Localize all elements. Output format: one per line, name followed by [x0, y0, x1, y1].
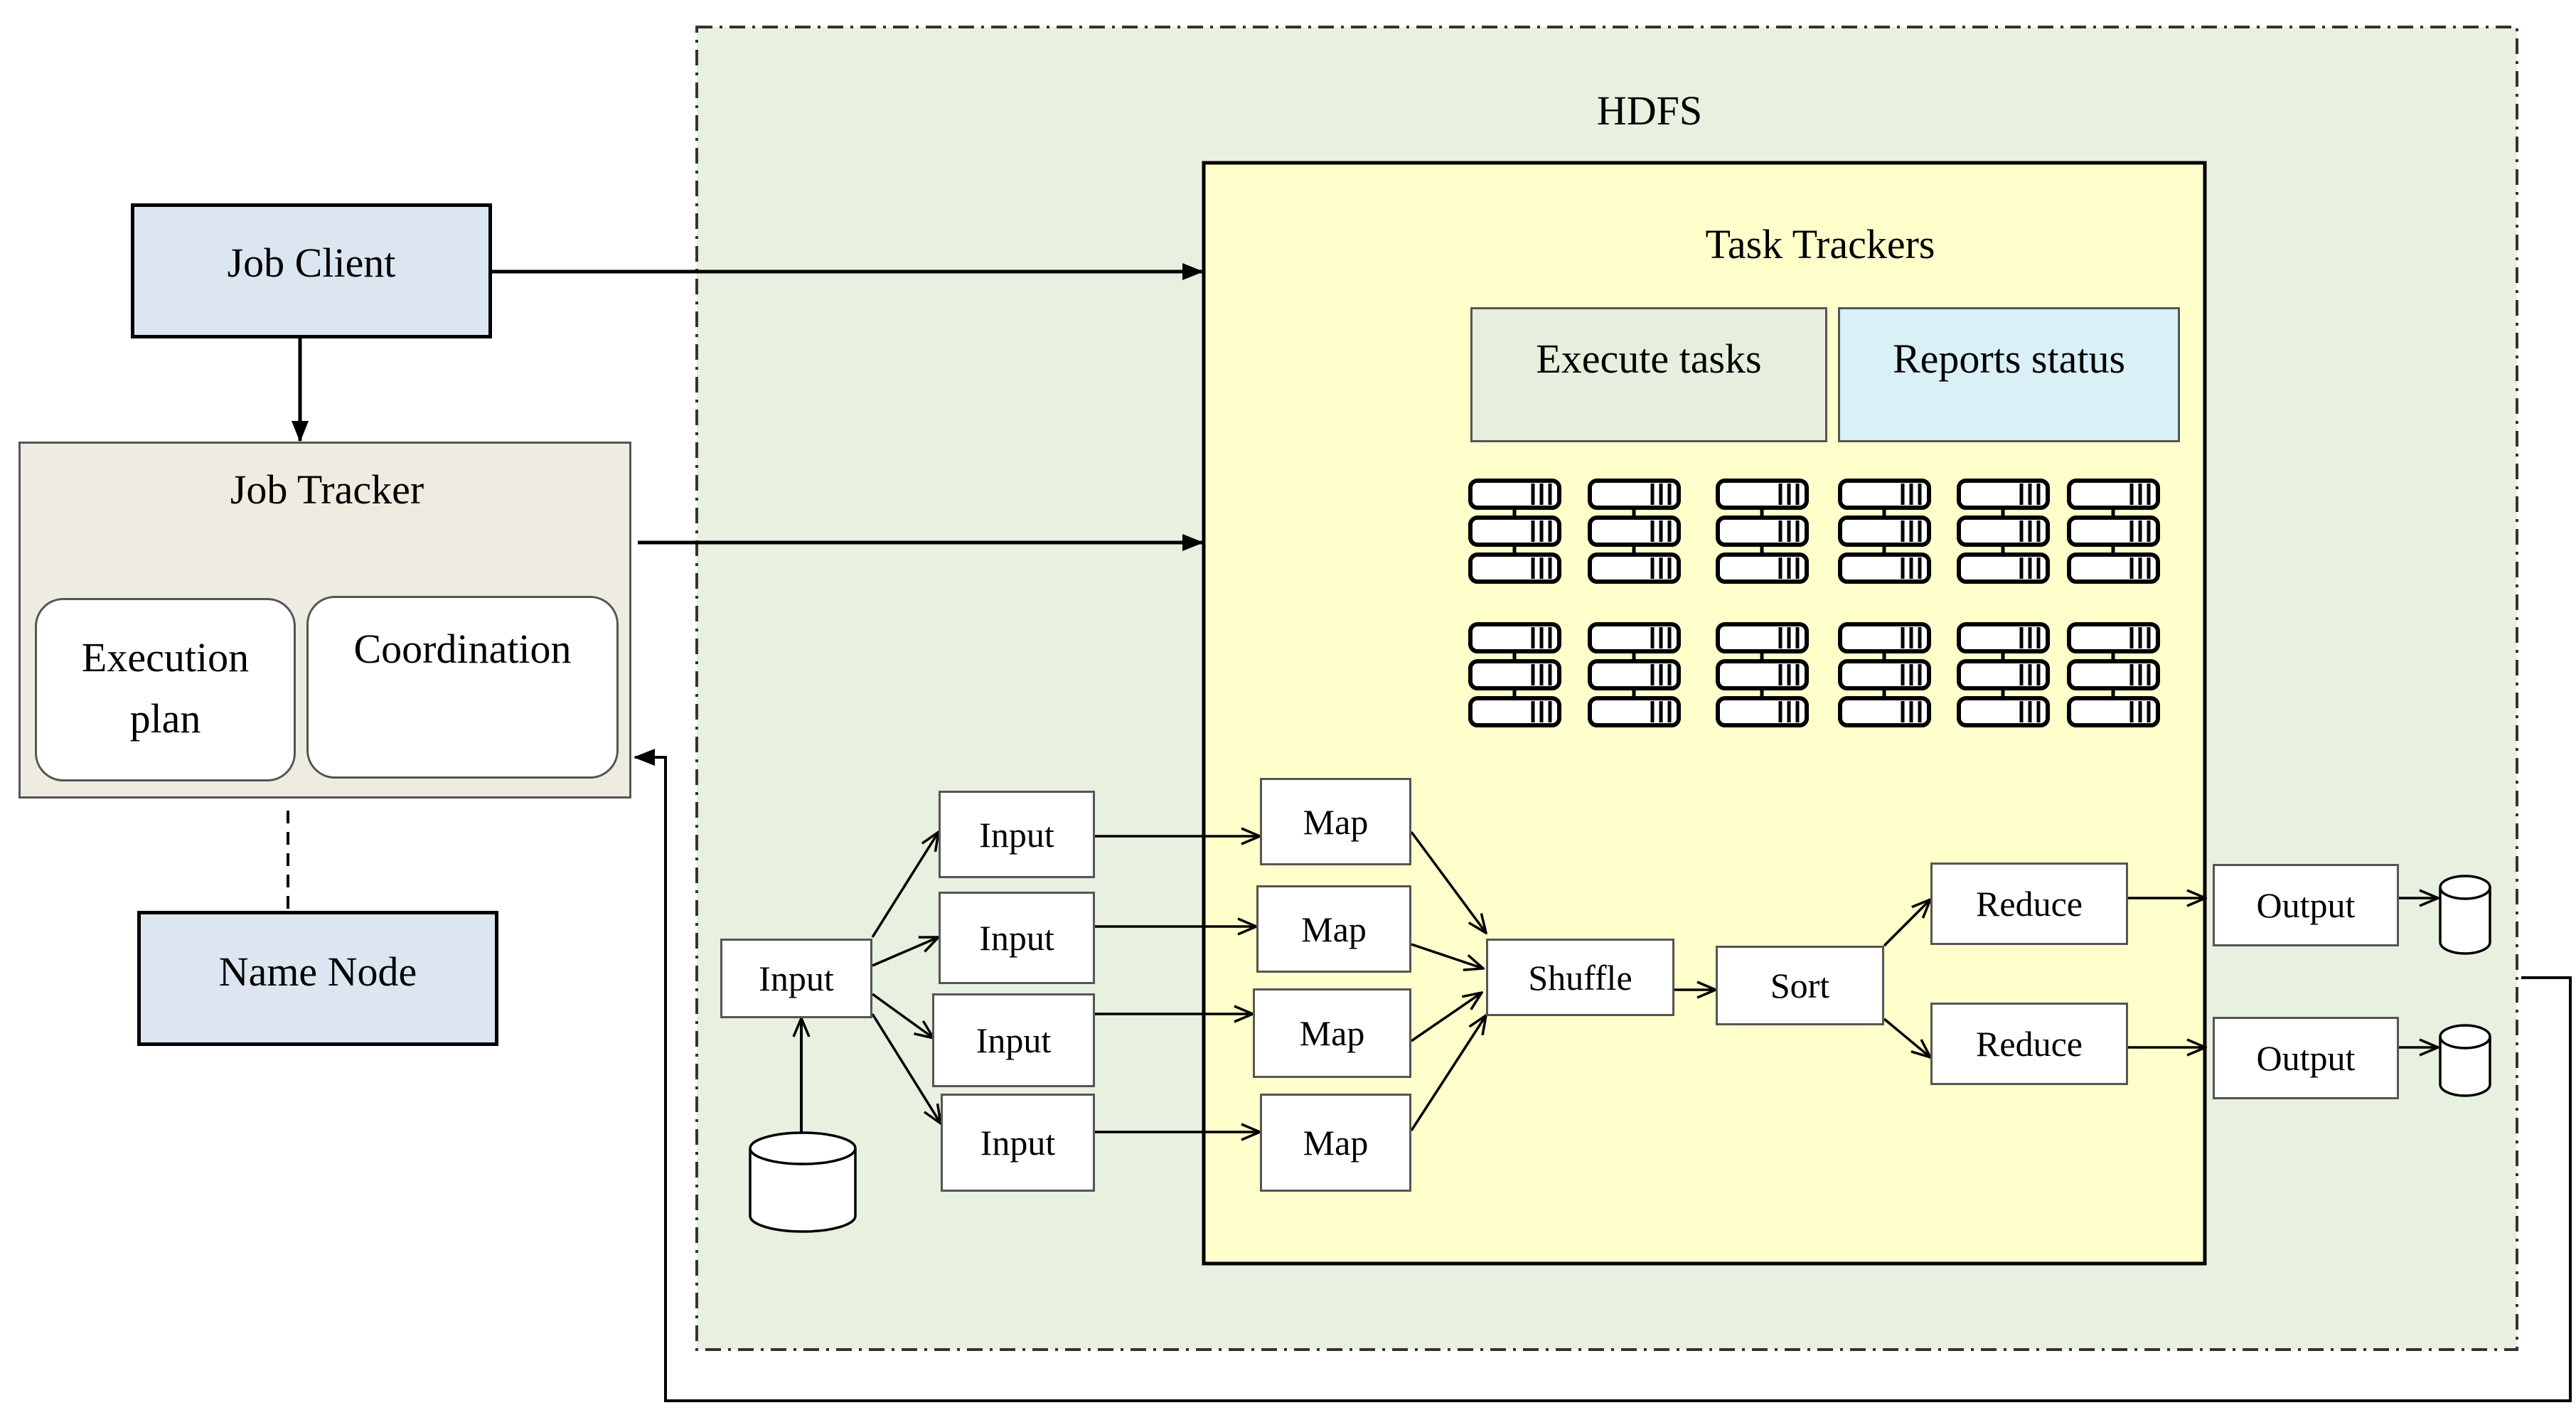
input-label-2: Input — [979, 918, 1054, 958]
server-rack-icon — [1716, 622, 1809, 727]
name-node-box: Name Node — [137, 911, 498, 1046]
sort-to-reduce-2 — [1883, 1018, 1930, 1057]
shuffle-label: Shuffle — [1528, 957, 1632, 998]
input-box-3: Input — [932, 993, 1095, 1087]
server-rack-icon — [1716, 479, 1809, 584]
reduce-label-2: Reduce — [1976, 1024, 2083, 1064]
database-icon-output-1 — [2439, 875, 2491, 955]
input-box-1: Input — [939, 791, 1095, 878]
task-trackers-title: Task Trackers — [1705, 221, 1935, 267]
shuffle-box: Shuffle — [1486, 939, 1674, 1016]
map-box-1: Map — [1260, 778, 1411, 865]
job-client-label: Job Client — [227, 239, 396, 286]
map-label-2: Map — [1301, 909, 1367, 949]
map-to-shuffle-4 — [1410, 1015, 1486, 1131]
input-box-4: Input — [941, 1094, 1095, 1192]
reduce-box-2: Reduce — [1930, 1003, 2128, 1085]
output-label-2: Output — [2256, 1038, 2356, 1078]
feedback-loop-arrow — [634, 749, 2572, 1402]
input-fanout-2 — [872, 937, 939, 967]
job-tracker-label: Job Tracker — [230, 466, 424, 513]
map-label-1: Map — [1303, 801, 1369, 842]
database-icon-output-2 — [2439, 1024, 2491, 1097]
server-rack-icon — [1468, 479, 1561, 584]
server-rack-icon — [2067, 622, 2160, 727]
input-fanout-4 — [871, 1013, 941, 1123]
map-box-4: Map — [1260, 1094, 1411, 1192]
map-to-shuffle-2 — [1411, 943, 1483, 968]
reduce-label-1: Reduce — [1976, 884, 2083, 924]
server-racks — [1468, 479, 2160, 727]
reports-status-label: Reports status — [1892, 336, 2126, 382]
input-box-2: Input — [939, 892, 1095, 984]
input-label-4: Input — [980, 1123, 1056, 1163]
coordination-label: Coordination — [353, 626, 572, 672]
output-box-1: Output — [2213, 864, 2399, 946]
input-label-3: Input — [976, 1020, 1052, 1060]
hdfs-label: HDFS — [1596, 87, 1703, 134]
server-rack-icon — [1468, 622, 1561, 727]
execute-tasks-box: Execute tasks — [1470, 307, 1827, 442]
source-input-box: Input — [720, 939, 872, 1018]
input-label-1: Input — [979, 814, 1054, 855]
sort-label: Sort — [1770, 966, 1830, 1005]
map-label-3: Map — [1299, 1013, 1365, 1053]
server-rack-icon — [1588, 479, 1681, 584]
execute-tasks-label: Execute tasks — [1536, 336, 1762, 382]
output-box-2: Output — [2213, 1017, 2399, 1099]
sort-to-reduce-1 — [1883, 899, 1930, 947]
execution-plan-label: Execution plan — [81, 634, 250, 742]
map-box-3: Map — [1253, 988, 1411, 1078]
server-rack-icon — [1957, 622, 2050, 727]
server-rack-icon — [1838, 479, 1931, 584]
map-box-2: Map — [1256, 885, 1411, 973]
coordination-box: Coordination — [306, 596, 619, 779]
server-rack-icon — [2067, 479, 2160, 584]
map-to-shuffle-1 — [1410, 831, 1486, 933]
server-rack-icon — [1838, 622, 1931, 727]
sort-box: Sort — [1716, 946, 1884, 1025]
database-icon-source — [749, 1131, 857, 1233]
input-fanout-1 — [871, 832, 939, 938]
output-label-1: Output — [2256, 885, 2356, 925]
map-to-shuffle-3 — [1411, 993, 1482, 1042]
execution-plan-box: Execution plan — [35, 598, 296, 781]
job-client-box: Job Client — [131, 203, 492, 338]
reduce-box-1: Reduce — [1930, 863, 2128, 945]
input-fanout-3 — [871, 993, 934, 1038]
map-label-4: Map — [1303, 1123, 1369, 1163]
source-input-label: Input — [759, 959, 834, 998]
edges — [287, 263, 2572, 1402]
reports-status-box: Reports status — [1838, 307, 2180, 442]
name-node-label: Name Node — [218, 948, 417, 995]
server-rack-icon — [1957, 479, 2050, 584]
server-rack-icon — [1588, 622, 1681, 727]
